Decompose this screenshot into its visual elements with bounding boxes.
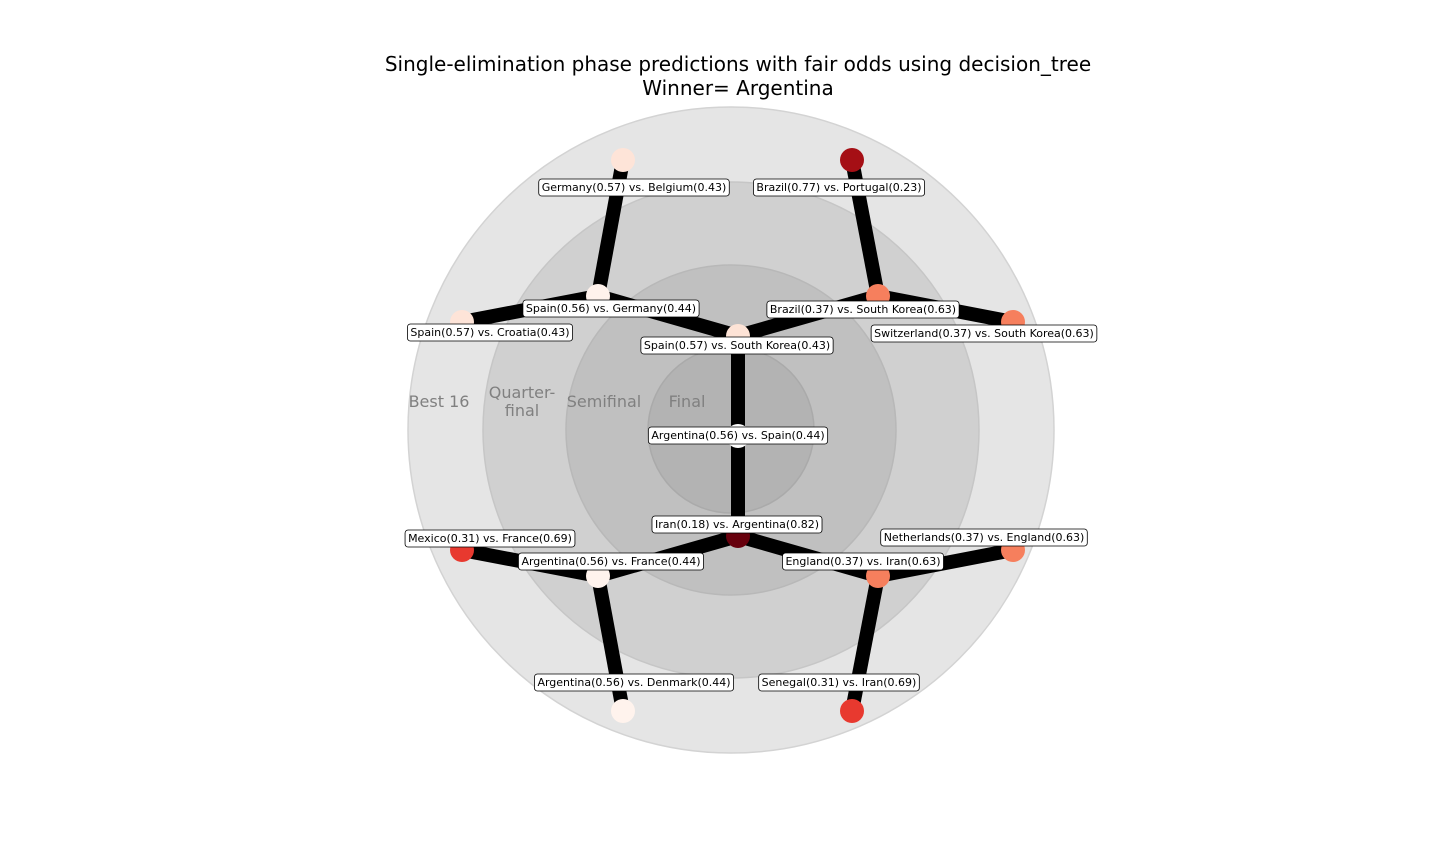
svg-text:Brazil(0.37) vs. South Korea(0: Brazil(0.37) vs. South Korea(0.63) [770, 303, 956, 316]
match-label-qf-top-left: Spain(0.56) vs. Germany(0.44) [522, 299, 700, 318]
match-labels: Argentina(0.56) vs. Spain(0.44) Spain(0.… [404, 178, 1098, 692]
svg-text:Spain(0.57) vs. South Korea(0.: Spain(0.57) vs. South Korea(0.43) [644, 339, 830, 352]
node-r16-2 [840, 148, 864, 172]
match-label-r16-8: Senegal(0.31) vs. Iran(0.69) [758, 673, 920, 692]
match-label-qf-top-right: Brazil(0.37) vs. South Korea(0.63) [766, 300, 960, 319]
node-r16-7 [611, 699, 635, 723]
svg-text:Brazil(0.77) vs. Portugal(0.23: Brazil(0.77) vs. Portugal(0.23) [756, 181, 921, 194]
match-label-r16-6: Netherlands(0.37) vs. England(0.63) [880, 528, 1088, 547]
svg-text:England(0.37) vs. Iran(0.63): England(0.37) vs. Iran(0.63) [785, 555, 940, 568]
svg-text:Mexico(0.31) vs. France(0.69): Mexico(0.31) vs. France(0.69) [408, 532, 572, 545]
svg-text:Senegal(0.31) vs. Iran(0.69): Senegal(0.31) vs. Iran(0.69) [762, 676, 917, 689]
match-label-qf-bottom-right: England(0.37) vs. Iran(0.63) [782, 552, 944, 571]
match-label-semi-top: Spain(0.57) vs. South Korea(0.43) [640, 336, 834, 355]
svg-text:Spain(0.56) vs. Germany(0.44): Spain(0.56) vs. Germany(0.44) [526, 302, 696, 315]
chart-title: Single-elimination phase predictions wit… [385, 52, 1091, 76]
match-label-r16-5: Mexico(0.31) vs. France(0.69) [404, 529, 576, 548]
svg-text:Argentina(0.56) vs. Denmark(0.: Argentina(0.56) vs. Denmark(0.44) [537, 676, 730, 689]
svg-text:Switzerland(0.37) vs. South Ko: Switzerland(0.37) vs. South Korea(0.63) [874, 327, 1094, 340]
svg-text:Argentina(0.56) vs. France(0.4: Argentina(0.56) vs. France(0.44) [521, 555, 700, 568]
svg-text:Germany(0.57) vs. Belgium(0.43: Germany(0.57) vs. Belgium(0.43) [542, 181, 727, 194]
ring-label-best16: Best 16 [409, 392, 470, 411]
match-label-r16-7: Argentina(0.56) vs. Denmark(0.44) [534, 673, 734, 692]
match-label-qf-bottom-left: Argentina(0.56) vs. France(0.44) [518, 552, 704, 571]
svg-text:Spain(0.57) vs. Croatia(0.43): Spain(0.57) vs. Croatia(0.43) [410, 326, 569, 339]
svg-text:Argentina(0.56) vs. Spain(0.44: Argentina(0.56) vs. Spain(0.44) [651, 429, 824, 442]
match-label-final: Argentina(0.56) vs. Spain(0.44) [647, 426, 829, 445]
ring-label-quarterfinal-line1: Quarter- [489, 383, 556, 402]
match-label-r16-4: Switzerland(0.37) vs. South Korea(0.63) [870, 324, 1098, 343]
node-r16-8 [840, 699, 864, 723]
match-label-r16-3: Spain(0.57) vs. Croatia(0.43) [407, 323, 573, 342]
svg-text:Netherlands(0.37) vs. England(: Netherlands(0.37) vs. England(0.63) [884, 531, 1085, 544]
match-label-semi-bottom: Iran(0.18) vs. Argentina(0.82) [651, 515, 823, 534]
node-r16-1 [611, 148, 635, 172]
match-label-r16-1: Germany(0.57) vs. Belgium(0.43) [538, 178, 730, 197]
ring-label-quarterfinal-line2: final [505, 401, 539, 420]
match-label-r16-2: Brazil(0.77) vs. Portugal(0.23) [753, 178, 925, 197]
edge-qf-br-r16-6 [876, 543, 1015, 583]
ring-label-semifinal: Semifinal [567, 392, 642, 411]
chart-subtitle: Winner= Argentina [642, 76, 833, 100]
svg-text:Iran(0.18) vs. Argentina(0.82): Iran(0.18) vs. Argentina(0.82) [655, 518, 819, 531]
ring-label-final: Final [669, 392, 706, 411]
